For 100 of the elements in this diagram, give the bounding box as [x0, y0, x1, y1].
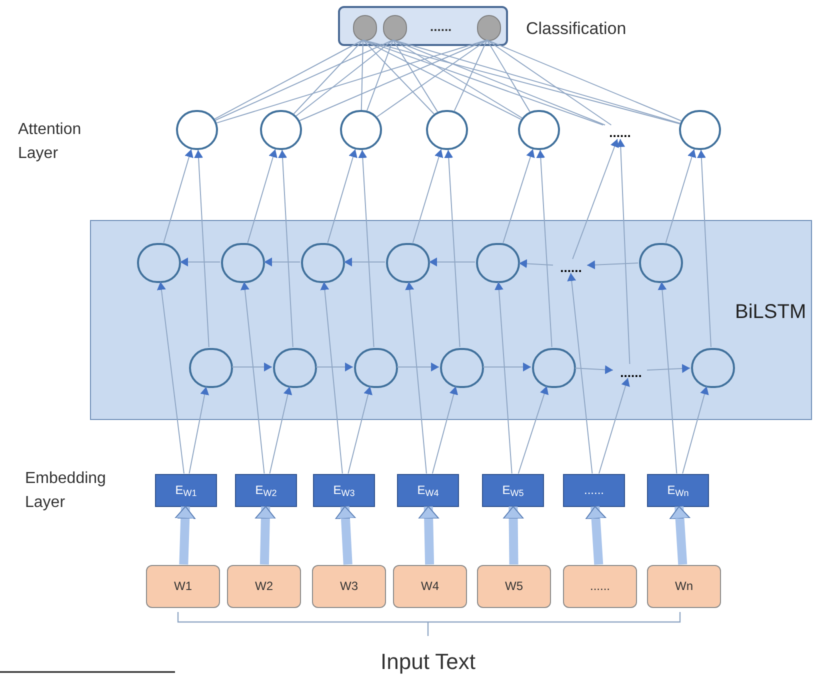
arrow [444, 149, 460, 348]
connector-line [216, 40, 488, 124]
attention-node [176, 110, 218, 150]
lstm-cell [189, 348, 233, 388]
arrow [247, 148, 278, 244]
connector-line [486, 40, 530, 112]
arrow [358, 149, 374, 348]
arrow [428, 258, 476, 266]
connector-line [486, 40, 612, 126]
lstm-cell [137, 243, 181, 283]
word-box: W1 [146, 564, 220, 608]
arrow [396, 362, 440, 372]
lstm-cell [639, 243, 683, 283]
bilstm-panel [90, 220, 812, 420]
connector-line [362, 40, 435, 115]
connector-line [392, 40, 523, 119]
attention-node [340, 110, 382, 150]
connector-line [293, 40, 364, 114]
embedding-box: E$_{W2}$ [235, 474, 297, 506]
arrow [494, 281, 512, 474]
word-box: Wn [647, 564, 721, 608]
block-arrow [254, 506, 276, 565]
arrow [344, 258, 386, 266]
word-box: W2 [227, 564, 301, 608]
lstm-cell [273, 348, 317, 388]
arrow [156, 281, 184, 474]
connector-line [392, 40, 438, 113]
embedding-box: E$_{W5}$ [482, 474, 544, 506]
arrow [163, 148, 194, 244]
word-box: W3 [312, 564, 386, 608]
embedding-box: E$_{Wn}$ [647, 474, 709, 506]
arrow [572, 138, 619, 260]
block-arrow [669, 506, 690, 565]
layer-label: Attention Layer [18, 120, 82, 164]
arrow [316, 362, 354, 372]
layer-label: Embedding Layer [25, 469, 107, 513]
arrow [536, 149, 552, 348]
block-arrow [418, 506, 440, 565]
lstm-cell [691, 348, 735, 388]
arrow [518, 386, 549, 474]
arrow [269, 386, 292, 474]
arrow [696, 149, 712, 348]
arrow [586, 260, 639, 270]
attention-node [679, 110, 721, 150]
arrow [482, 362, 532, 372]
connector-line [366, 40, 394, 112]
arrow [502, 148, 535, 244]
lstm-cell [354, 348, 398, 388]
ellipsis: ...... [430, 20, 452, 33]
lstm-cell [301, 243, 345, 283]
lstm-cell [440, 348, 484, 388]
embedding-box: ...... [563, 474, 625, 506]
arrow [194, 149, 210, 348]
block-arrow [335, 506, 356, 565]
attention-node [518, 110, 560, 150]
arrow [616, 138, 630, 364]
connector-line [362, 40, 522, 120]
arrow [646, 364, 691, 373]
output-neuron [383, 15, 407, 41]
layer-label: Input Text [380, 648, 476, 676]
arrow [232, 362, 272, 372]
connector-line [486, 40, 682, 122]
connector-line [214, 40, 394, 121]
connector-line [360, 40, 364, 110]
arrow [432, 386, 458, 474]
arrow [278, 149, 294, 348]
arrow [658, 281, 678, 474]
arrow [188, 386, 210, 474]
connector-line [299, 40, 488, 122]
block-arrow [174, 506, 196, 565]
layer-label: Classification [526, 18, 626, 40]
block-arrow [502, 506, 524, 565]
arrow [598, 378, 630, 474]
ellipsis: ...... [614, 365, 648, 379]
lstm-cell [532, 348, 576, 388]
word-box: W5 [477, 564, 551, 608]
ellipsis: ...... [554, 260, 588, 274]
arrow [327, 148, 358, 244]
connector-line [296, 40, 394, 117]
connector-line [214, 40, 364, 120]
connector-line [454, 40, 488, 112]
layer-label: BiLSTM [735, 300, 806, 325]
block-arrow [585, 506, 606, 565]
arrow [665, 148, 696, 244]
arrow [348, 386, 372, 474]
attention-node [426, 110, 468, 150]
ellipsis: ...... [603, 125, 637, 139]
arrow [574, 365, 614, 374]
arrow [240, 281, 265, 474]
arrow [405, 281, 427, 474]
arrow [264, 258, 300, 266]
lstm-cell [476, 243, 520, 283]
arrow [567, 272, 593, 474]
arrow [320, 281, 343, 474]
output-neuron [353, 15, 377, 41]
arrow [180, 258, 220, 266]
word-box: W4 [393, 564, 467, 608]
output-neuron [477, 15, 501, 41]
attention-node [260, 110, 302, 150]
embedding-box: E$_{W3}$ [313, 474, 375, 506]
